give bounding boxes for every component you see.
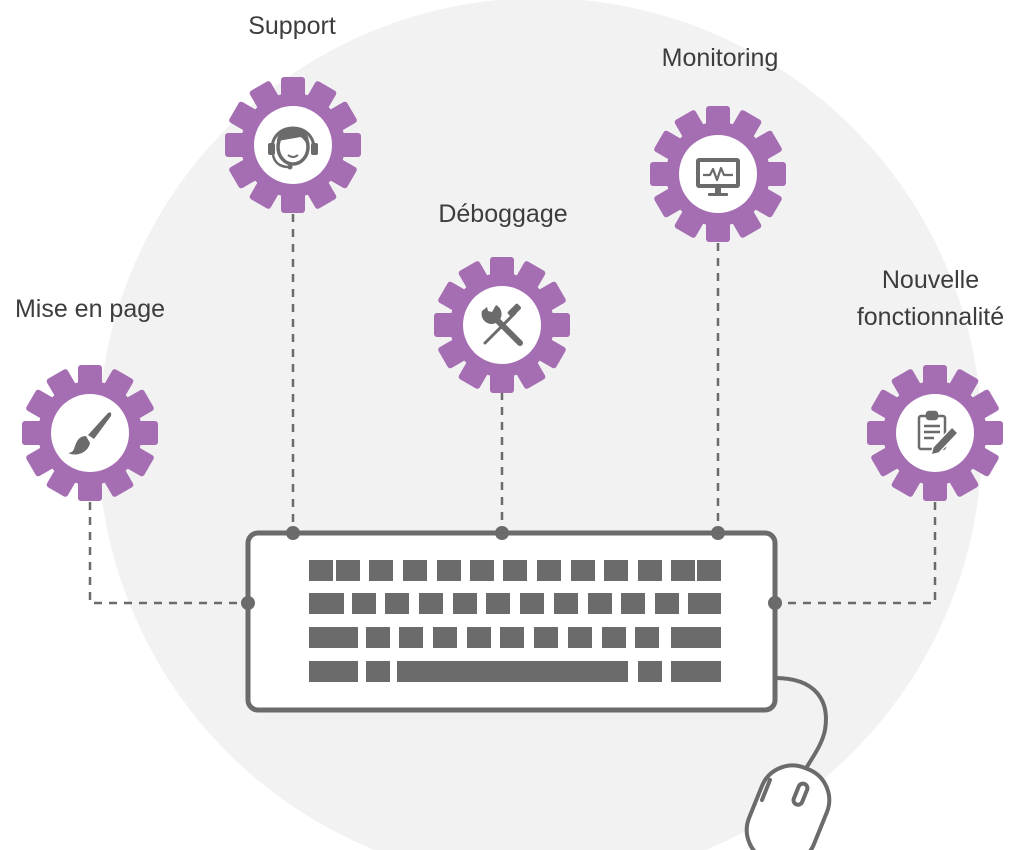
- label-layout: Mise en page: [14, 295, 166, 323]
- mouse-cable: [773, 676, 828, 772]
- label-debug: Déboggage: [438, 200, 568, 228]
- background-circle: [98, 0, 982, 850]
- gear-layout: [22, 365, 158, 501]
- monitor-pulse-icon: [696, 158, 740, 196]
- label-monitoring: Monitoring: [661, 44, 779, 72]
- wrench-screwdriver-icon: [481, 303, 523, 346]
- headset-agent-icon: [268, 126, 318, 170]
- dot-monitoring: [711, 526, 725, 540]
- gear-monitoring: [650, 106, 786, 242]
- gear-debug: [434, 257, 570, 393]
- dot-support: [286, 526, 300, 540]
- connector-feature: [775, 502, 937, 605]
- gear-support: [225, 77, 361, 213]
- label-support: Support: [248, 12, 336, 40]
- dot-feature: [768, 596, 782, 610]
- dot-layout: [241, 596, 255, 610]
- connector-dots: [241, 526, 782, 610]
- label-feature: Nouvelle fonctionnalité: [843, 262, 1018, 336]
- keyboard-icon: [245, 530, 778, 713]
- label-feature-line1: Nouvelle: [881, 266, 980, 294]
- paintbrush-icon: [68, 412, 112, 455]
- clipboard-pen-icon: [917, 410, 960, 457]
- connector-layout: [88, 502, 248, 605]
- dot-debug: [495, 526, 509, 540]
- connectors: [88, 214, 937, 605]
- gear-feature: [867, 365, 1003, 501]
- label-feature-line2: fonctionnalité: [856, 303, 1005, 331]
- mouse-icon: [744, 676, 832, 850]
